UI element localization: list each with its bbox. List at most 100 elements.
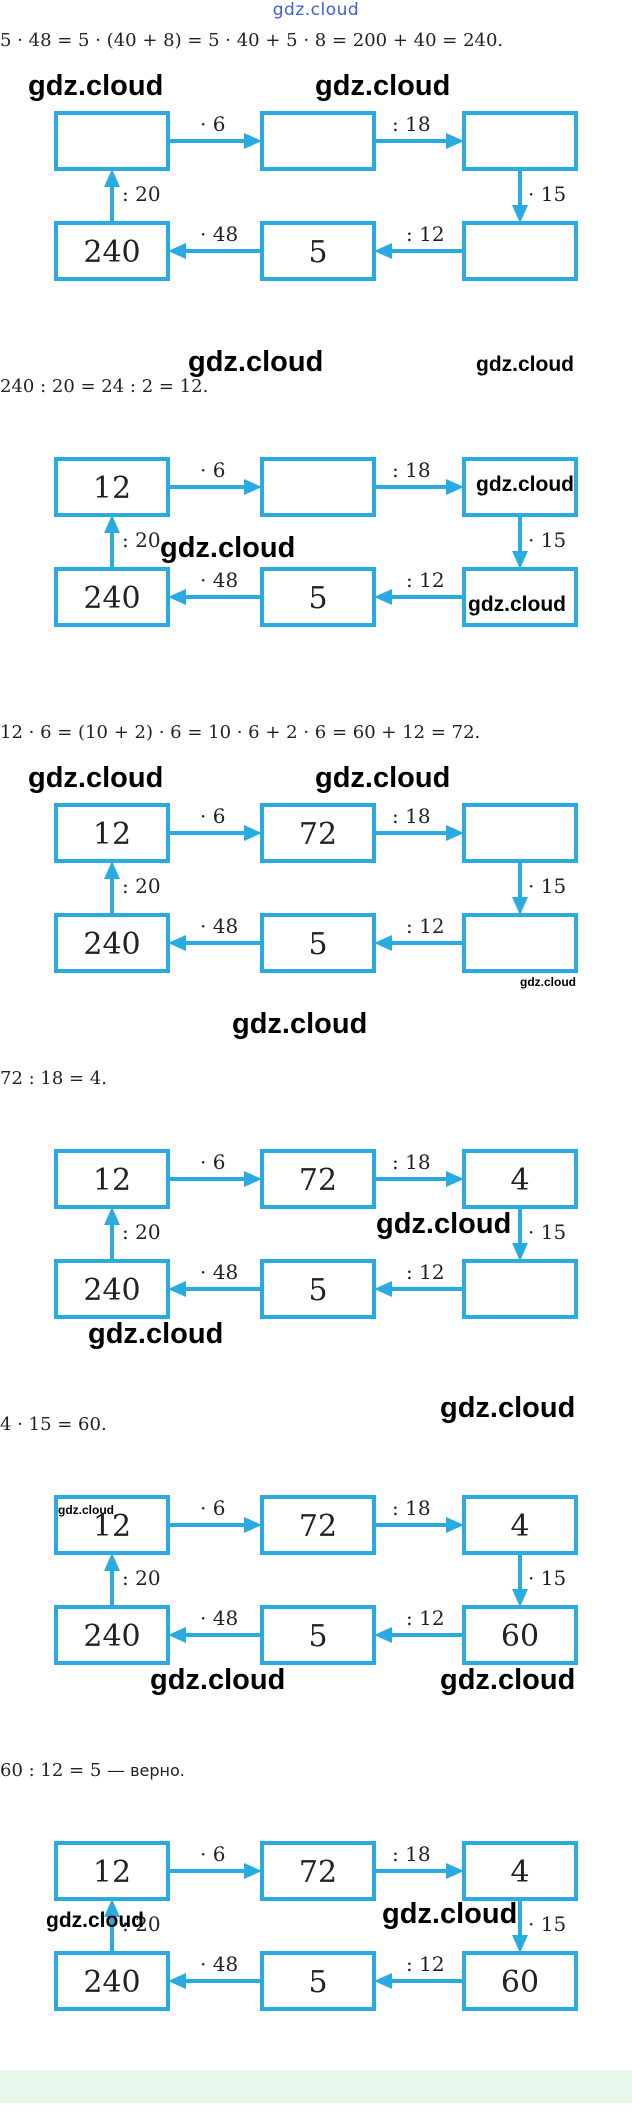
value-box-tr: 4 bbox=[462, 1495, 578, 1555]
watermark-text: gdz.cloud bbox=[520, 975, 576, 989]
watermark-text: gdz.cloud bbox=[440, 1664, 576, 1696]
equation-word: верно. bbox=[125, 1761, 185, 1780]
arrow-head-icon bbox=[374, 935, 392, 951]
value-box-tm: 72 bbox=[260, 1495, 376, 1555]
operation-label-bot1: · 48 bbox=[200, 568, 238, 592]
box-value: 5 bbox=[308, 1273, 327, 1308]
arrow-head-icon bbox=[104, 1899, 120, 1917]
operation-label-left: : 20 bbox=[122, 874, 161, 898]
operation-label-bot2: : 12 bbox=[406, 222, 445, 246]
edge-top2 bbox=[374, 1517, 464, 1533]
value-box-bl: 240 bbox=[54, 567, 170, 627]
value-box-bm: 5 bbox=[260, 913, 376, 973]
arrow-head-icon bbox=[104, 515, 120, 533]
value-box-bl: 240 bbox=[54, 1259, 170, 1319]
operation-label-bot1: · 48 bbox=[200, 222, 238, 246]
arrow-head-icon bbox=[512, 1935, 528, 1953]
arrow-head-icon bbox=[104, 861, 120, 879]
value-box-tm: 72 bbox=[260, 1841, 376, 1901]
watermark-text: gdz.cloud bbox=[315, 70, 451, 102]
value-box-tl bbox=[54, 111, 170, 171]
box-value: 240 bbox=[83, 1273, 140, 1308]
arrow-head-icon bbox=[446, 133, 464, 149]
watermark-text: gdz.cloud bbox=[150, 1664, 286, 1696]
operation-label-right: · 15 bbox=[528, 1220, 566, 1244]
value-box-br bbox=[462, 1259, 578, 1319]
operation-label-top2: : 18 bbox=[392, 458, 431, 482]
value-box-bl: 240 bbox=[54, 1951, 170, 2011]
edge-bot1 bbox=[168, 1973, 262, 1989]
operation-label-bot2: : 12 bbox=[406, 1952, 445, 1976]
edge-top1 bbox=[168, 825, 262, 841]
watermark-text: gdz.cloud bbox=[476, 353, 574, 376]
operation-label-bot2: : 12 bbox=[406, 914, 445, 938]
operation-label-top2: : 18 bbox=[392, 1842, 431, 1866]
box-value: 240 bbox=[83, 1619, 140, 1654]
operation-label-bot2: : 12 bbox=[406, 568, 445, 592]
arrow-head-icon bbox=[446, 1863, 464, 1879]
arrow-head-icon bbox=[244, 1517, 262, 1533]
value-box-bl: 240 bbox=[54, 913, 170, 973]
value-box-tm bbox=[260, 457, 376, 517]
edge-bot1 bbox=[168, 589, 262, 605]
box-value: 240 bbox=[83, 1965, 140, 2000]
operation-label-left: : 20 bbox=[122, 528, 161, 552]
arrow-head-icon bbox=[168, 935, 186, 951]
edge-bot1 bbox=[168, 1627, 262, 1643]
operation-label-top2: : 18 bbox=[392, 112, 431, 136]
value-box-tr: 4 bbox=[462, 1841, 578, 1901]
box-value: 240 bbox=[83, 581, 140, 616]
watermark-text: gdz.cloud bbox=[315, 762, 451, 794]
operation-label-top1: · 6 bbox=[200, 458, 225, 482]
step-equation: 12 · 6 = (10 + 2) · 6 = 10 · 6 + 2 · 6 =… bbox=[0, 722, 480, 743]
edge-bot2 bbox=[374, 1627, 464, 1643]
box-value: 12 bbox=[93, 1163, 131, 1198]
equation-text: 60 : 12 = 5 — bbox=[0, 1760, 126, 1781]
arrow-head-icon bbox=[244, 479, 262, 495]
edge-top2 bbox=[374, 1171, 464, 1187]
arrow-head-icon bbox=[374, 1281, 392, 1297]
arrow-head-icon bbox=[244, 1171, 262, 1187]
operation-label-right: · 15 bbox=[528, 182, 566, 206]
arrow-head-icon bbox=[446, 825, 464, 841]
operation-label-top2: : 18 bbox=[392, 1150, 431, 1174]
edge-bot2 bbox=[374, 1973, 464, 1989]
equation-text: 240 : 20 = 24 : 2 = 12. bbox=[0, 376, 209, 397]
value-box-br bbox=[462, 567, 578, 627]
operation-label-left: : 20 bbox=[122, 182, 161, 206]
value-box-tm: 72 bbox=[260, 803, 376, 863]
value-box-bm: 5 bbox=[260, 221, 376, 281]
edge-top1 bbox=[168, 479, 262, 495]
edge-left bbox=[104, 861, 120, 915]
value-box-bm: 5 bbox=[260, 567, 376, 627]
box-value: 72 bbox=[299, 1163, 337, 1198]
arrow-head-icon bbox=[244, 825, 262, 841]
arrow-head-icon bbox=[168, 1973, 186, 1989]
box-value: 240 bbox=[83, 927, 140, 962]
operation-label-top1: · 6 bbox=[200, 1496, 225, 1520]
edge-left bbox=[104, 1207, 120, 1261]
arrow-head-icon bbox=[168, 243, 186, 259]
operation-label-right: · 15 bbox=[528, 874, 566, 898]
operation-label-left: : 20 bbox=[122, 1220, 161, 1244]
arrow-head-icon bbox=[512, 1243, 528, 1261]
equation-text: 5 · 48 = 5 · (40 + 8) = 5 · 40 + 5 · 8 =… bbox=[0, 30, 504, 51]
operation-label-left: : 20 bbox=[122, 1912, 161, 1936]
box-value: 4 bbox=[510, 1855, 529, 1890]
arrow-head-icon bbox=[374, 1973, 392, 1989]
box-value: 5 bbox=[308, 927, 327, 962]
value-box-br bbox=[462, 221, 578, 281]
box-value: 72 bbox=[299, 1855, 337, 1890]
value-box-tr: 4 bbox=[462, 1149, 578, 1209]
box-value: 4 bbox=[510, 1163, 529, 1198]
edge-top2 bbox=[374, 1863, 464, 1879]
box-value: 12 bbox=[93, 1509, 131, 1544]
value-box-bm: 5 bbox=[260, 1259, 376, 1319]
arrow-head-icon bbox=[512, 551, 528, 569]
value-box-tl: 12 bbox=[54, 1841, 170, 1901]
watermark-text: gdz.cloud bbox=[28, 70, 164, 102]
value-box-tm: 72 bbox=[260, 1149, 376, 1209]
box-value: 5 bbox=[308, 235, 327, 270]
